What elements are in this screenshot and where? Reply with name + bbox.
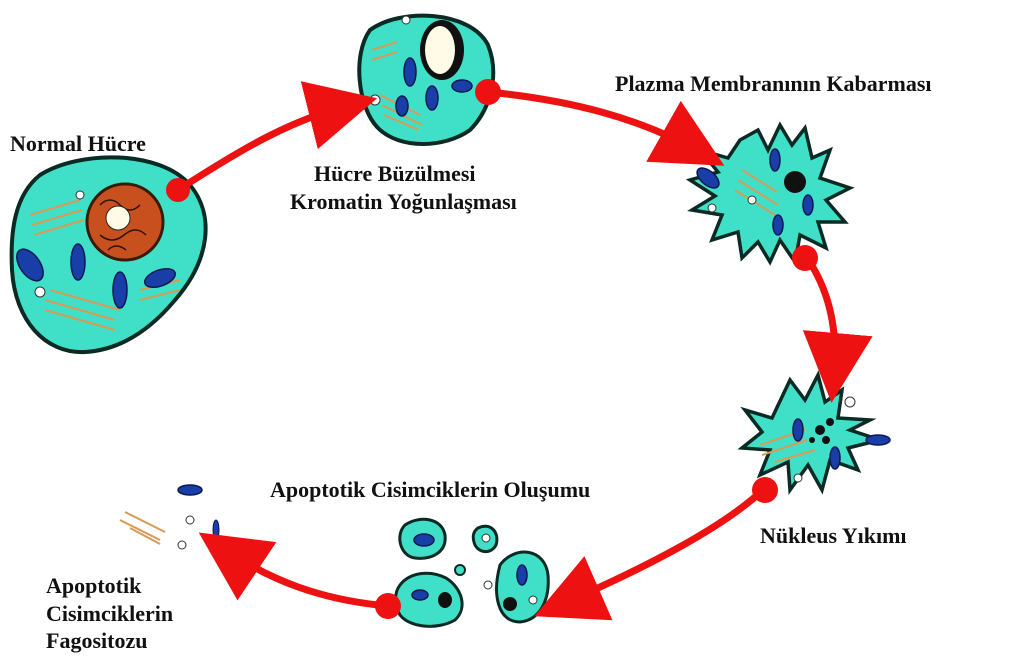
label-blebbing: Plazma Membranının Kabarması <box>615 70 932 98</box>
blebbing-cell <box>690 125 850 262</box>
label-shrinkage: Hücre Büzülmesi Kromatin Yoğunlaşması <box>290 160 517 215</box>
label-shrinkage-line2: Kromatin Yoğunlaşması <box>290 188 517 216</box>
label-phagocytosis-line1: Apoptotik <box>46 572 173 600</box>
label-phagocytosis-line2: Cisimciklerin <box>46 600 173 628</box>
arrow-4 <box>560 490 763 605</box>
label-normal-cell: Normal Hücre <box>10 130 146 158</box>
arrow-3 <box>805 255 835 375</box>
label-phagocytosis-line3: Fagositozu <box>46 627 173 655</box>
fragmented-cell <box>742 375 890 490</box>
label-shrinkage-line1: Hücre Büzülmesi <box>290 160 517 188</box>
label-nucleus-breakdown: Nükleus Yıkımı <box>760 522 907 550</box>
apoptotic-bodies <box>396 519 549 626</box>
arrow-2 <box>488 92 700 152</box>
label-apoptotic-bodies: Apoptotik Cisimciklerin Oluşumu <box>270 476 590 504</box>
phagocytosis-remnants <box>120 485 219 549</box>
label-phagocytosis: Apoptotik Cisimciklerin Fagositozu <box>46 572 173 655</box>
arrow-5 <box>222 548 388 606</box>
shrunken-cell <box>359 16 493 144</box>
